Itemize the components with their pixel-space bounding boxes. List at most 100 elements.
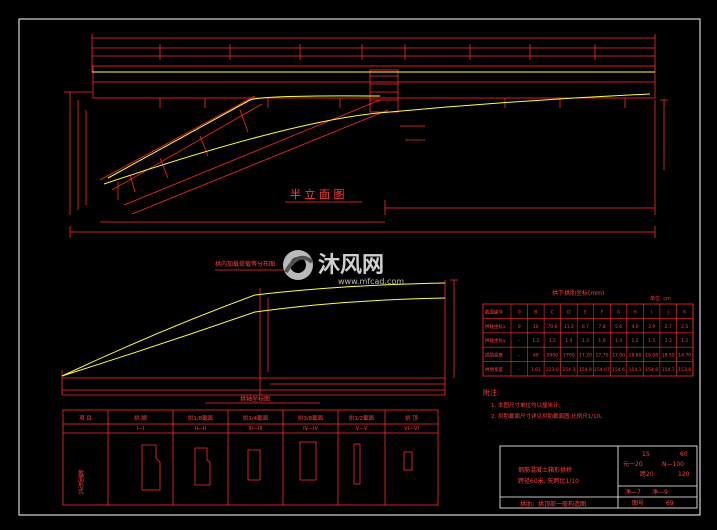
- section-header: 拱3/8截面: [298, 414, 324, 422]
- scale-value-2: 60: [680, 451, 688, 458]
- watermark-brand: 沐风网: [318, 253, 384, 278]
- note-2: 2. 拱肋截面尺寸详见拱肋截面图,比例尺1/10。: [491, 412, 606, 420]
- table-cell: -: [518, 339, 520, 344]
- table-cell: 154.8: [579, 367, 592, 373]
- sheet-b: 净—9: [652, 488, 668, 496]
- profile-curves: [61, 282, 446, 377]
- table-cell: C: [551, 309, 554, 315]
- section-header: 拱 脚: [134, 414, 147, 422]
- table-row-label: 拱肋宽度: [485, 366, 503, 373]
- section-header: 项 目: [79, 415, 92, 422]
- table-cell: 7700: [563, 353, 575, 359]
- profile-caption: 拱轴坐标图: [240, 395, 270, 403]
- table-cell: 223.0: [546, 367, 559, 373]
- table-cell: 4.0: [632, 324, 639, 330]
- table-row-label: 截面编号: [485, 308, 503, 315]
- table-cell: 1.5: [648, 338, 655, 344]
- profile-title: 拱内加载荷载等分布图: [215, 260, 275, 268]
- sheet-a: 净—7: [625, 488, 641, 496]
- notes-title: 附注:: [483, 388, 499, 397]
- table-cell: K: [683, 309, 687, 315]
- coordinate-table-unit: 单位: cm: [650, 295, 671, 302]
- table-cell: 6.7: [582, 324, 589, 330]
- table-cell: 154.1: [629, 367, 642, 373]
- table-cell: I: [651, 309, 652, 315]
- table-cell: 1.2: [632, 338, 639, 344]
- note-1: 1. 本图尺寸单位均以厘米计。: [491, 401, 564, 409]
- table-cell: 1.4: [565, 338, 572, 344]
- title-block: [499, 445, 698, 509]
- table-cell: 14.70: [678, 353, 691, 359]
- table-cell: -: [518, 368, 520, 373]
- drawing-name: 拱肋、拱顶部一般构造图: [520, 500, 586, 508]
- elevation-title: 半 立 面 图: [290, 187, 345, 201]
- arch-axis-curves: [92, 71, 655, 185]
- half-elevation-view: [64, 34, 668, 238]
- sections-table: [62, 409, 439, 506]
- section-header: 拱1/8截面: [188, 414, 214, 422]
- table-cell: 154.3: [562, 367, 575, 373]
- scale-value-3: 元一20: [623, 461, 643, 468]
- scale-value-6: 120: [678, 471, 690, 478]
- table-cell: 1.61: [531, 367, 541, 373]
- table-cell: 17.00: [612, 353, 625, 359]
- watermark: 沐风网 www.mfcad.com: [283, 250, 404, 286]
- table-cell: 7.8: [598, 324, 605, 330]
- project-subtitle: 跨径60米, 矢跨比1/10: [518, 477, 579, 485]
- table-row-label: 拱轴坐标x: [485, 323, 506, 330]
- section-label: I—I: [137, 426, 145, 432]
- table-cell: 10: [533, 324, 539, 330]
- table-cell: 5.6: [615, 324, 622, 330]
- section-header: 拱 顶: [405, 414, 418, 422]
- project-name: 钢筋混凝土箱形拱桥: [518, 466, 572, 474]
- table-cell: 2.7: [665, 324, 672, 330]
- table-cell: 1.4: [615, 338, 622, 344]
- table-cell: 18.50: [662, 353, 675, 359]
- table-cell: D: [567, 309, 571, 315]
- table-cell: J: [667, 309, 669, 315]
- table-cell: 40: [533, 353, 539, 359]
- section-header: 拱1/2截面: [349, 414, 375, 422]
- section-label: II—II: [195, 426, 206, 432]
- section-label: IV—IV: [303, 426, 318, 432]
- table-cell: F: [601, 309, 604, 315]
- arch-profile-view: [61, 269, 458, 404]
- table-row-label: 拱肋高度: [485, 352, 503, 359]
- table-cell: 70.6: [547, 324, 557, 330]
- table-cell: 1.2: [549, 338, 556, 344]
- table-cell: 153.8: [678, 367, 691, 373]
- section-row-label: 截面形式: [77, 469, 84, 494]
- table-cell: 154.7: [662, 367, 675, 373]
- notes: 附注: 1. 本图尺寸单位均以厘米计。 2. 拱肋截面尺寸详见拱肋截面图,比例尺…: [483, 388, 606, 420]
- table-cell: 154.6: [612, 367, 625, 373]
- table-cell: 17.20: [579, 353, 592, 359]
- section-label: III—III: [249, 426, 263, 432]
- table-cell: 1.3: [582, 338, 589, 344]
- table-cell: 1.2: [681, 338, 688, 344]
- drawing-frame: [18, 18, 701, 516]
- table-cell: -: [518, 354, 520, 359]
- sheet-label: 图号: [632, 500, 644, 507]
- table-cell: E: [584, 309, 587, 315]
- table-cell: 19.08: [645, 353, 658, 359]
- table-cell: 1.3: [665, 338, 672, 344]
- table-cell: 3.9: [648, 324, 655, 330]
- table-cell: 0: [518, 324, 521, 330]
- table-cell: 1.2: [532, 338, 539, 344]
- table-cell: 0: [518, 309, 521, 315]
- scale-value-5: 跨20: [640, 470, 654, 478]
- table-cell: 2.5: [681, 324, 688, 330]
- table-cell: 5900: [547, 353, 559, 359]
- coordinate-table-title: 拱下拱肋坐标(mm): [552, 289, 604, 297]
- table-cell: 18.80: [629, 353, 642, 359]
- table-cell: 154.07: [594, 367, 610, 373]
- scale-value-4: N—100: [662, 461, 684, 468]
- watermark-logo-icon: [283, 250, 314, 280]
- section-header: 拱1/4截面: [243, 414, 269, 422]
- watermark-url: www.mfcad.com: [338, 277, 404, 286]
- table-cell: B: [534, 309, 537, 315]
- table-cell: 1.6: [598, 338, 605, 344]
- scale-value-1: 15: [642, 451, 650, 458]
